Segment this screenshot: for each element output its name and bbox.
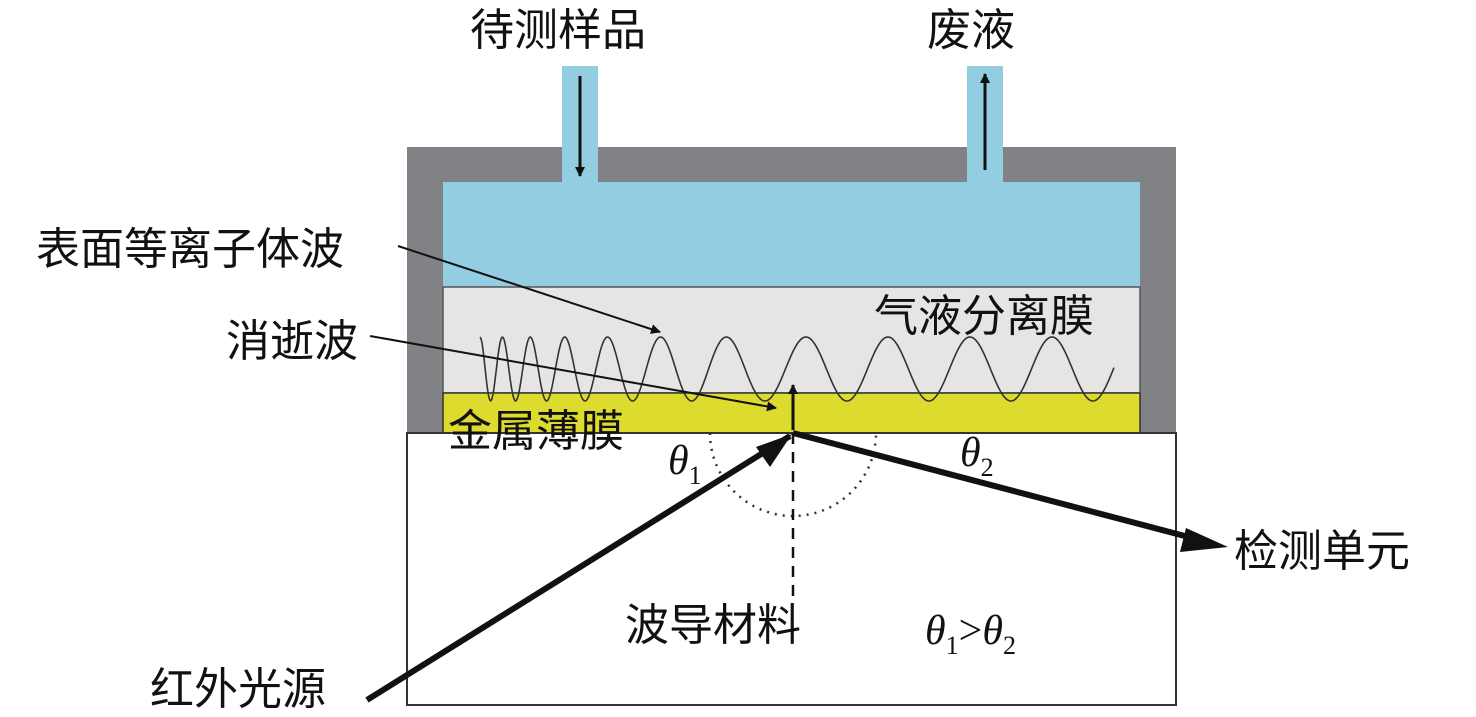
sample-inlet-label: 待测样品 xyxy=(470,5,646,56)
gas-liquid-membrane xyxy=(442,286,1141,394)
gas-liquid-membrane-label: 气液分离膜 xyxy=(874,291,1094,342)
ir-source-label: 红外光源 xyxy=(150,664,326,715)
surface-plasmon-wave-curve xyxy=(479,336,1115,402)
incident-beam xyxy=(365,433,792,703)
angle-relation-label: θ1>θ2 xyxy=(925,608,1016,660)
waveguide-block xyxy=(406,432,1177,706)
reflected-beam xyxy=(792,430,1201,543)
theta2-label: θ2 xyxy=(960,430,994,482)
liquid-chamber xyxy=(443,182,1140,287)
evanescent-wave-label: 消逝波 xyxy=(226,316,358,367)
metal-film-label: 金属薄膜 xyxy=(448,406,624,457)
incident-beam-arrowhead xyxy=(756,434,792,467)
evanescent-leader-line xyxy=(369,335,777,412)
spw-leader-line xyxy=(397,245,661,334)
waveguide-label: 波导材料 xyxy=(625,600,801,651)
reflected-beam-arrowhead xyxy=(1180,528,1228,552)
waste-label: 废液 xyxy=(927,5,1015,56)
surface-plasmon-wave-label: 表面等离子体波 xyxy=(36,224,344,275)
theta1-label: θ1 xyxy=(668,438,702,490)
detector-label: 检测单元 xyxy=(1234,526,1410,577)
